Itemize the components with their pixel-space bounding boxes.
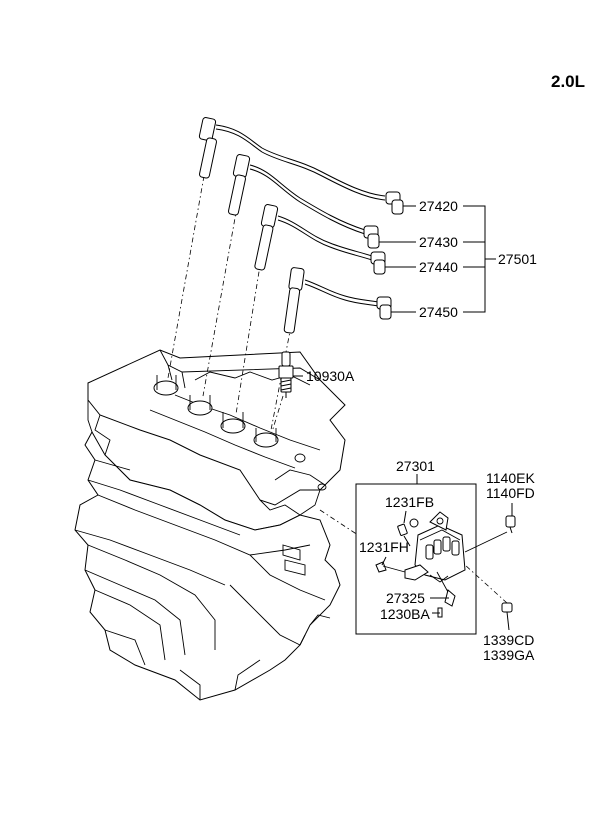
label-27430: 27430 bbox=[419, 234, 458, 250]
label-1140FD: 1140FD bbox=[486, 485, 535, 501]
label-27440: 27440 bbox=[419, 259, 458, 275]
label-1231FH: 1231FH bbox=[359, 539, 409, 555]
label-1140EK: 1140EK bbox=[486, 470, 535, 486]
label-27301: 27301 bbox=[396, 458, 435, 474]
wire-callouts bbox=[379, 205, 496, 313]
ignition-coil-detail-box bbox=[355, 474, 477, 635]
engine-block bbox=[74, 349, 346, 701]
label-27450: 27450 bbox=[419, 304, 458, 320]
label-1230BA: 1230BA bbox=[380, 606, 430, 622]
label-1339GA: 1339GA bbox=[483, 647, 535, 663]
spark-plug-wire-3[interactable] bbox=[254, 204, 386, 275]
engine-displacement-label: 2.0L bbox=[551, 72, 585, 91]
label-1231FB: 1231FB bbox=[385, 494, 434, 510]
label-27325: 27325 bbox=[386, 590, 425, 606]
spark-plug-wire-2[interactable] bbox=[228, 154, 380, 249]
coil-callouts bbox=[381, 503, 513, 631]
spark-plug-wire-4[interactable] bbox=[283, 267, 392, 334]
label-27501: 27501 bbox=[498, 251, 537, 267]
label-27420: 27420 bbox=[419, 198, 458, 214]
ignition-coil[interactable] bbox=[404, 511, 466, 607]
label-10930A: 10930A bbox=[306, 368, 355, 384]
label-1339CD: 1339CD bbox=[483, 632, 534, 648]
spark-plug[interactable] bbox=[278, 351, 303, 398]
spark-plug-wire-1[interactable] bbox=[198, 117, 404, 215]
